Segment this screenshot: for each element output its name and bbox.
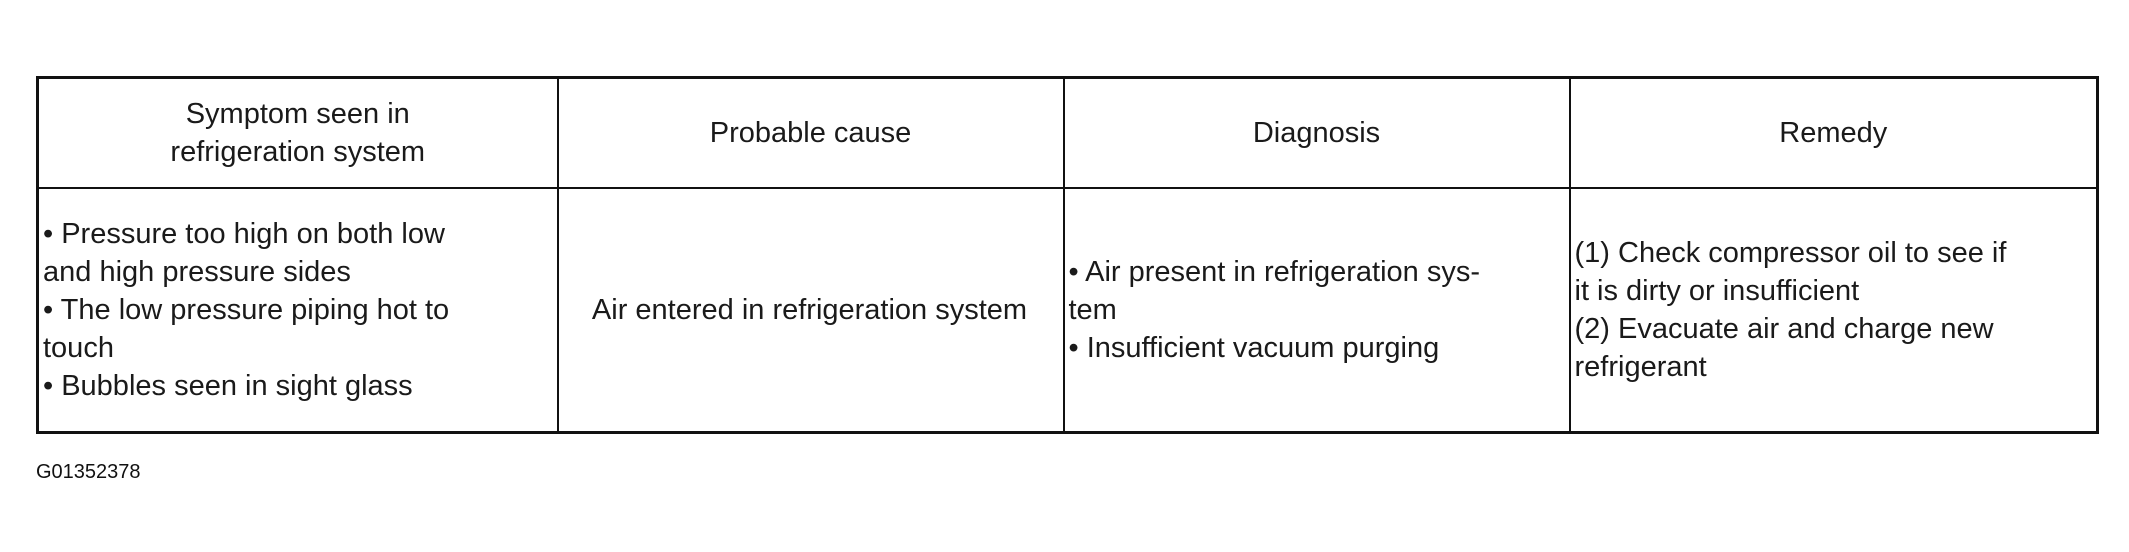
table-header-row: Symptom seen in refrigeration system Pro… (36, 76, 2099, 189)
diagnosis-line: • Insufficient vacuum purging (1068, 332, 1440, 364)
table-row: • Pressure too high on both low and high… (36, 187, 2099, 434)
header-probable-cause: Probable cause (556, 76, 1065, 189)
cell-diagnosis: • Air present in refrigeration sys- tem … (1062, 187, 1571, 434)
cell-remedy: (1) Check compressor oil to see if it is… (1568, 187, 2099, 434)
header-symptom-line: Symptom seen in (185, 98, 410, 130)
diagnosis-line: • Air present in refrigeration sys- (1068, 256, 1480, 288)
remedy-line: (1) Check compressor oil to see if (1574, 237, 2007, 269)
diagnosis-line: tem (1068, 294, 1117, 326)
symptom-line: • Bubbles seen in sight glass (43, 370, 413, 402)
symptom-line: touch (43, 332, 114, 364)
symptom-line: • The low pressure piping hot to (43, 294, 450, 326)
header-symptom-line: refrigeration system (170, 136, 426, 168)
header-remedy: Remedy (1568, 76, 2099, 189)
remedy-line: refrigerant (1574, 351, 1707, 383)
remedy-line: it is dirty or insufficient (1574, 275, 1860, 307)
figure-id: G01352378 (36, 461, 141, 483)
header-diagnosis: Diagnosis (1062, 76, 1571, 189)
symptom-line: • Pressure too high on both low (43, 218, 445, 250)
header-symptom: Symptom seen in refrigeration system (36, 76, 559, 189)
symptom-line: and high pressure sides (43, 256, 351, 288)
cell-probable-cause: Air entered in refrigeration system (556, 187, 1065, 434)
cell-symptom: • Pressure too high on both low and high… (36, 187, 559, 434)
diagnosis-table: Symptom seen in refrigeration system Pro… (36, 76, 2099, 434)
remedy-line: (2) Evacuate air and charge new (1574, 313, 1994, 345)
